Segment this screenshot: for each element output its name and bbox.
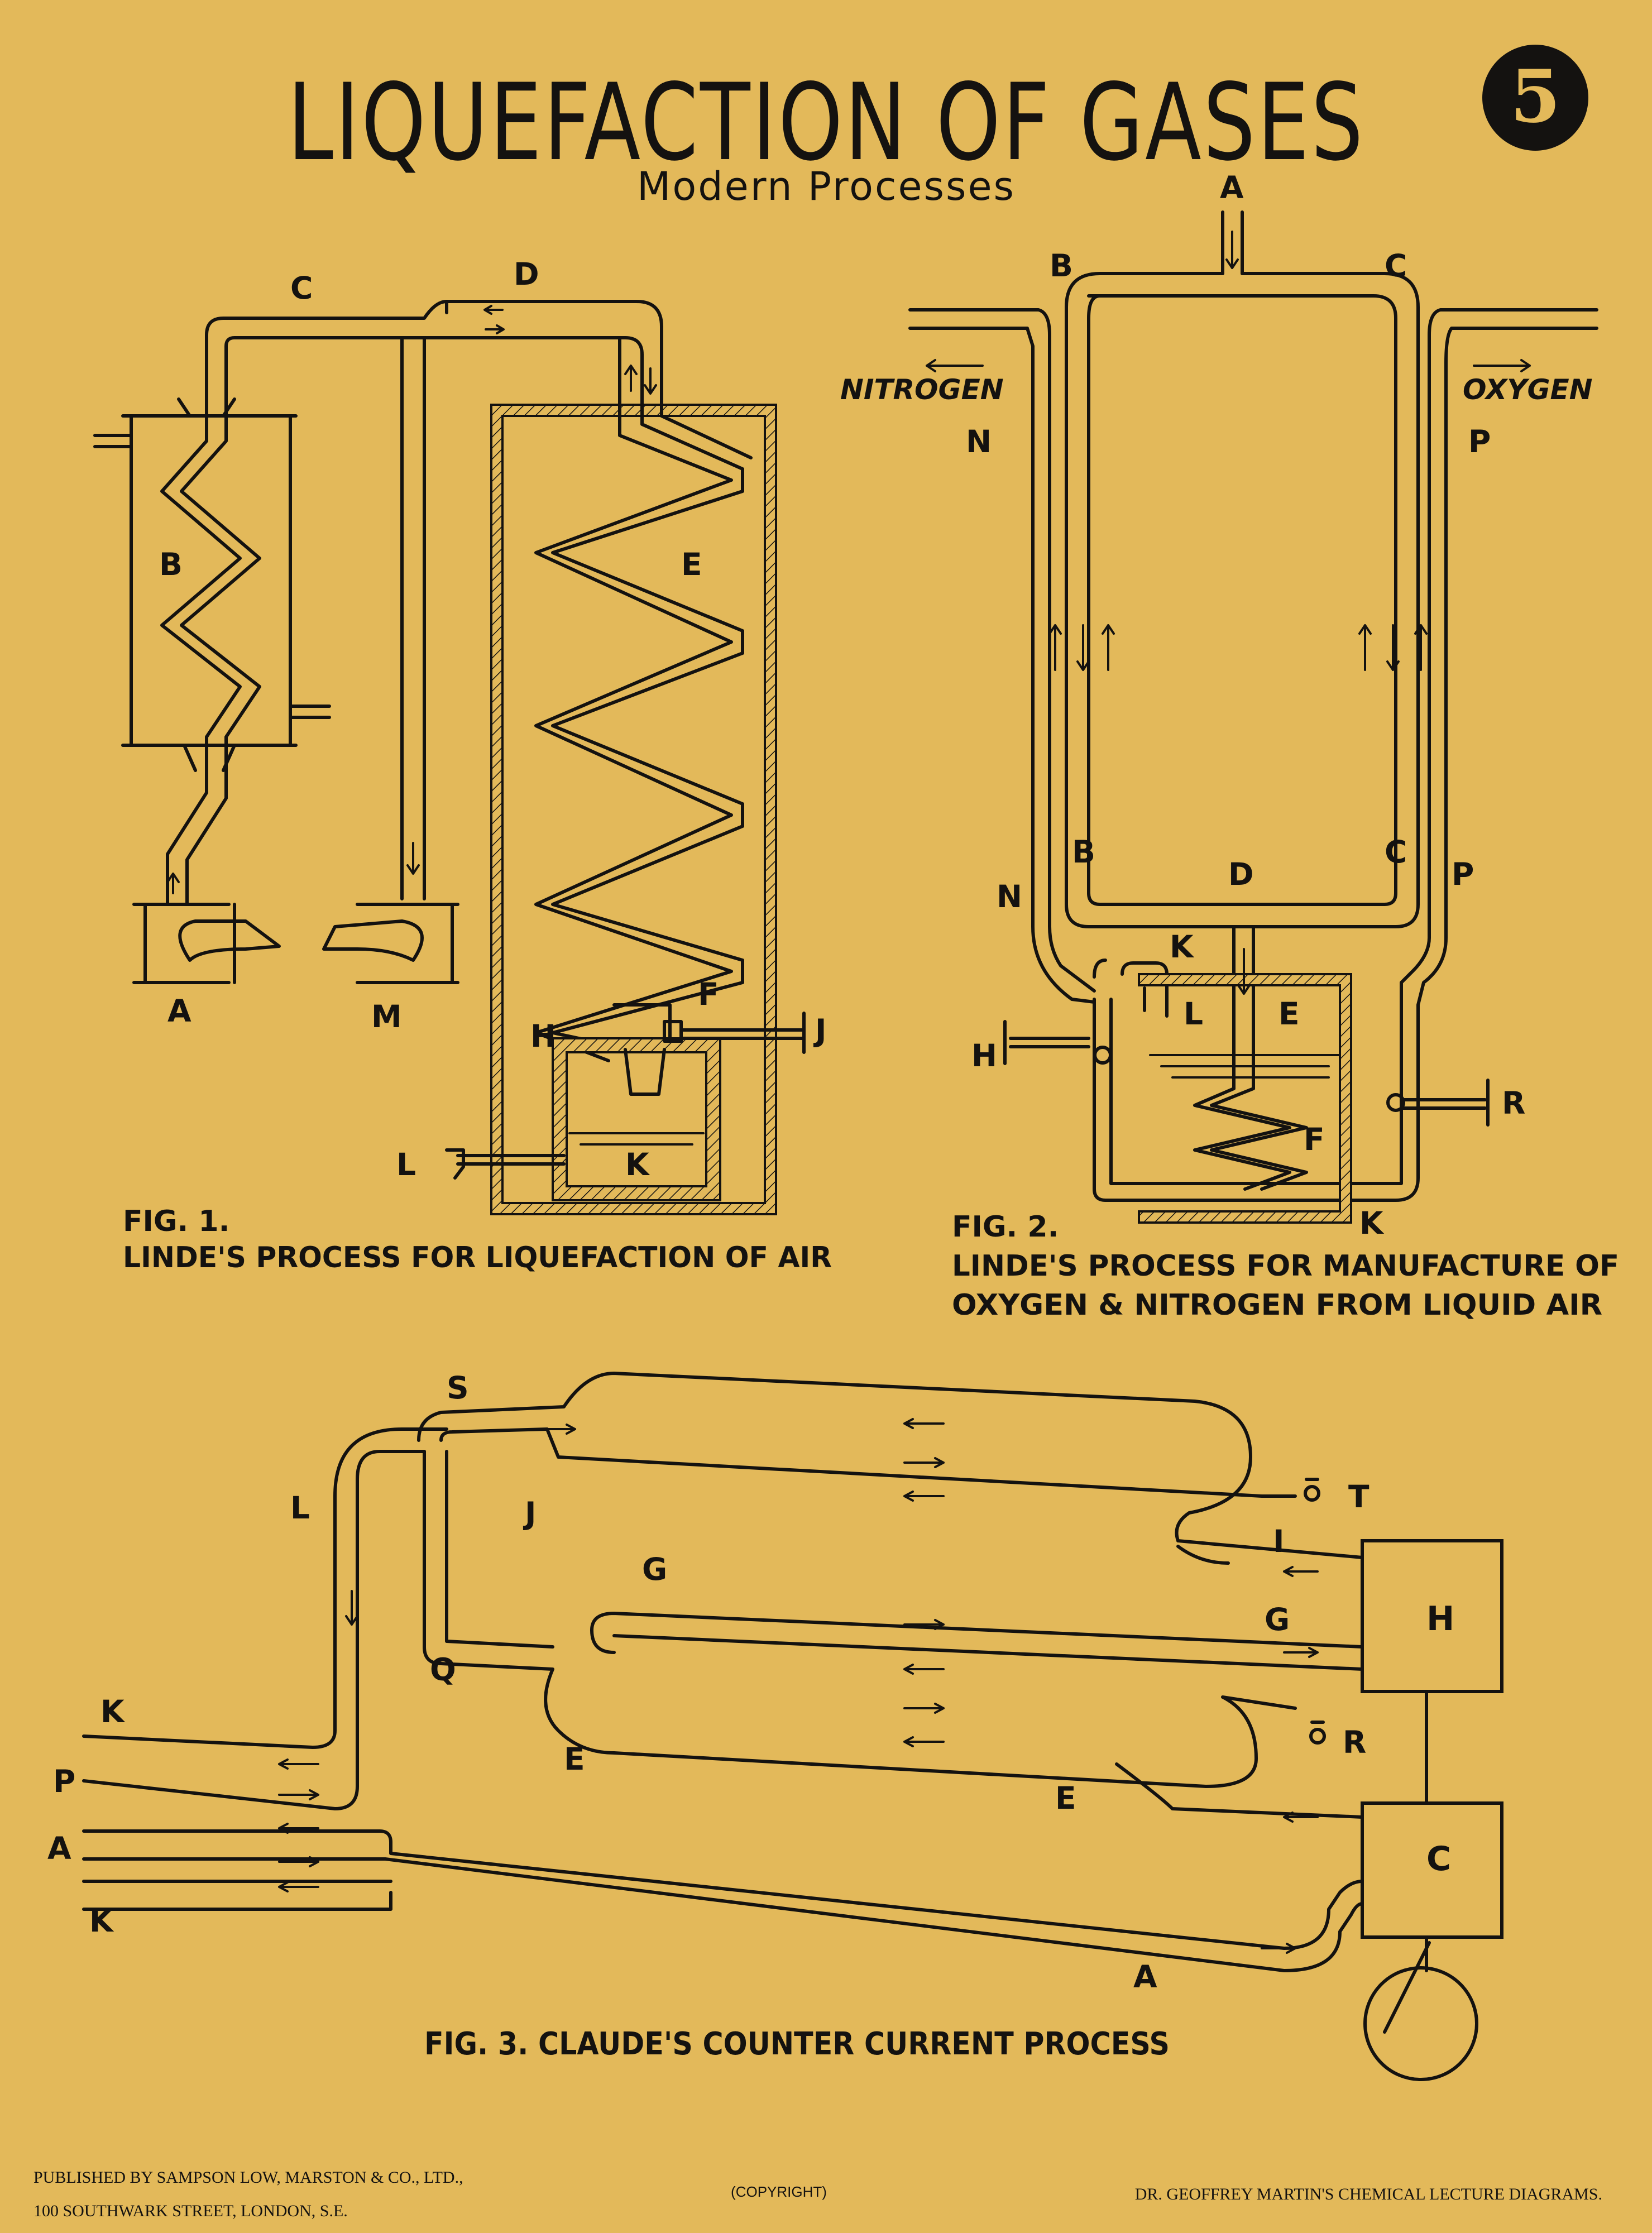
- fig2-label-k: K: [1170, 929, 1195, 965]
- fig2-label-a: A: [1220, 170, 1244, 205]
- fig2-label-l: L: [1184, 996, 1203, 1032]
- fig1-insulated-column: [490, 404, 777, 1215]
- fig1-top-pipes: [205, 300, 663, 900]
- fig2-linde-oxygen: A B C NITROGEN OXYGEN N P B C D N P K L …: [840, 170, 1619, 1322]
- fig3-labels: S T L J I G G H Q R E E K P A K A C: [47, 1370, 1454, 1995]
- fig3-upper-exchanger: [82, 1372, 1364, 1819]
- fig3-label-i: I: [1273, 1523, 1284, 1559]
- fig2-label-r: R: [1502, 1085, 1525, 1121]
- fig2-label-e: E: [1278, 996, 1300, 1032]
- fig3-label-g-top: G: [642, 1551, 667, 1587]
- fig3-label-e-left: E: [564, 1741, 585, 1777]
- page-title: LIQUEFACTION OF GASES: [288, 61, 1365, 184]
- fig3-label-k-bottom: K: [89, 1903, 114, 1939]
- fig1-label-c: C: [290, 270, 313, 306]
- nitrogen-label: NITROGEN: [840, 373, 1004, 406]
- fig1-label-m: M: [371, 999, 402, 1034]
- fig1-coil-e: [534, 400, 753, 1062]
- fig3-label-e-right: E: [1055, 1780, 1076, 1816]
- fig3-label-t: T: [1348, 1479, 1370, 1515]
- fig3-label-a: A: [1133, 1959, 1157, 1995]
- publisher-line1: PUBLISHED BY SAMPSON LOW, MARSTON & CO.,…: [33, 2168, 463, 2187]
- footer: PUBLISHED BY SAMPSON LOW, MARSTON & CO.,…: [33, 2168, 1602, 2220]
- fig1-valve-f: [612, 1003, 806, 1096]
- fig1-caption-number: FIG. 1.: [123, 1205, 229, 1238]
- fig2-label-n: N: [997, 879, 1022, 914]
- fig2-valve-r: [1386, 1079, 1490, 1127]
- fig3-valve-t: [1304, 1478, 1320, 1502]
- fig1-caption-title: LINDE'S PROCESS FOR LIQUEFACTION OF AIR: [123, 1241, 832, 1274]
- fig3-label-k-top: K: [100, 1694, 126, 1729]
- fig3-label-a-left: A: [47, 1831, 71, 1866]
- fig3-label-p: P: [53, 1764, 75, 1799]
- fig2-label-k-bottom: K: [1359, 1205, 1385, 1241]
- fig2-labels: A B C NITROGEN OXYGEN N P B C D N P K L …: [840, 170, 1593, 1241]
- fig3-box-c: [1361, 1801, 1503, 1939]
- fig2-vessel-e: [1138, 973, 1352, 1224]
- publisher-line2: 100 SOUTHWARK STREET, LONDON, S.E.: [33, 2202, 348, 2220]
- fig2-label-p-top: P: [1468, 424, 1491, 459]
- fig2-label-f: F: [1304, 1122, 1325, 1157]
- page-subtitle: Modern Processes: [637, 164, 1016, 209]
- fig1-label-h: H: [530, 1018, 556, 1054]
- sheet-number: 5: [1510, 54, 1560, 139]
- fig2-label-p: P: [1452, 856, 1474, 892]
- fig2-label-b: B: [1072, 834, 1095, 870]
- fig3-claude-process: S T L J I G G H Q R E E K P A K A C FIG.…: [47, 1370, 1503, 2081]
- fig1-linde-air: C D B E A M F H J K L FIG. 1. LINDE'S PR…: [93, 256, 832, 1274]
- fig2-label-c: C: [1385, 834, 1407, 870]
- fig1-tap-l: [445, 1148, 566, 1180]
- fig3-flow-arrows: [278, 1418, 1319, 1954]
- fig1-label-k: K: [625, 1147, 650, 1182]
- fig3-label-j: J: [523, 1496, 536, 1531]
- fig2-caption-number: FIG. 2.: [952, 1210, 1059, 1244]
- copyright-label: (COPYRIGHT): [731, 2183, 827, 2200]
- fig2-flow-arrows: [926, 231, 1531, 995]
- fig1-label-f: F: [698, 976, 719, 1012]
- fig1-coil-b: [160, 356, 261, 906]
- fig3-box-h: [1361, 1539, 1503, 1693]
- fig1-label-d: D: [514, 256, 539, 292]
- fig2-label-n-top: N: [966, 424, 992, 459]
- fig2-caption-line1: LINDE'S PROCESS FOR MANUFACTURE OF: [952, 1249, 1619, 1283]
- fig1-flow-arrows: [166, 305, 657, 894]
- fig1-fitting-a: [132, 903, 281, 984]
- fig2-main-loop: [908, 210, 1598, 1202]
- fig3-label-s: S: [447, 1370, 469, 1406]
- fig2-label-d: D: [1228, 856, 1254, 892]
- fig3-flywheel: [1363, 1935, 1478, 2081]
- fig1-labels: C D B E A M F H J K L: [159, 256, 826, 1182]
- fig3-label-r: R: [1343, 1724, 1366, 1760]
- fig3-caption: FIG. 3. CLAUDE'S COUNTER CURRENT PROCESS: [424, 2026, 1170, 2062]
- fig1-fitting-m: [322, 903, 459, 984]
- fig3-label-l: L: [290, 1490, 310, 1526]
- fig1-label-e: E: [681, 547, 702, 582]
- fig3-valve-r: [1309, 1721, 1326, 1745]
- fig1-cooler-vessel: [93, 397, 331, 772]
- fig3-label-h: H: [1426, 1599, 1454, 1638]
- header: LIQUEFACTION OF GASES Modern Processes 5: [288, 45, 1588, 209]
- fig1-label-a: A: [167, 993, 191, 1029]
- oxygen-label: OXYGEN: [1463, 373, 1593, 406]
- sheet-number-badge: [1482, 45, 1588, 151]
- fig2-caption-line2: OXYGEN & NITROGEN FROM LIQUID AIR: [952, 1288, 1602, 1322]
- fig3-lower-pipes: [82, 1829, 1364, 1972]
- fig2-coil-f: [1193, 1087, 1308, 1191]
- fig3-label-q: Q: [430, 1652, 456, 1688]
- fig2-label-c-top: C: [1385, 248, 1407, 284]
- series-label: DR. GEOFFREY MARTIN'S CHEMICAL LECTURE D…: [1135, 2185, 1602, 2203]
- fig2-valve-h: [1003, 1020, 1112, 1065]
- fig1-label-l: L: [396, 1147, 416, 1182]
- fig1-label-j: J: [813, 1013, 826, 1048]
- fig2-label-b-top: B: [1050, 248, 1073, 284]
- fig1-label-b: B: [159, 547, 183, 582]
- fig3-label-c: C: [1426, 1839, 1451, 1879]
- fig3-label-g: G: [1265, 1602, 1290, 1637]
- fig2-label-h: H: [971, 1038, 997, 1074]
